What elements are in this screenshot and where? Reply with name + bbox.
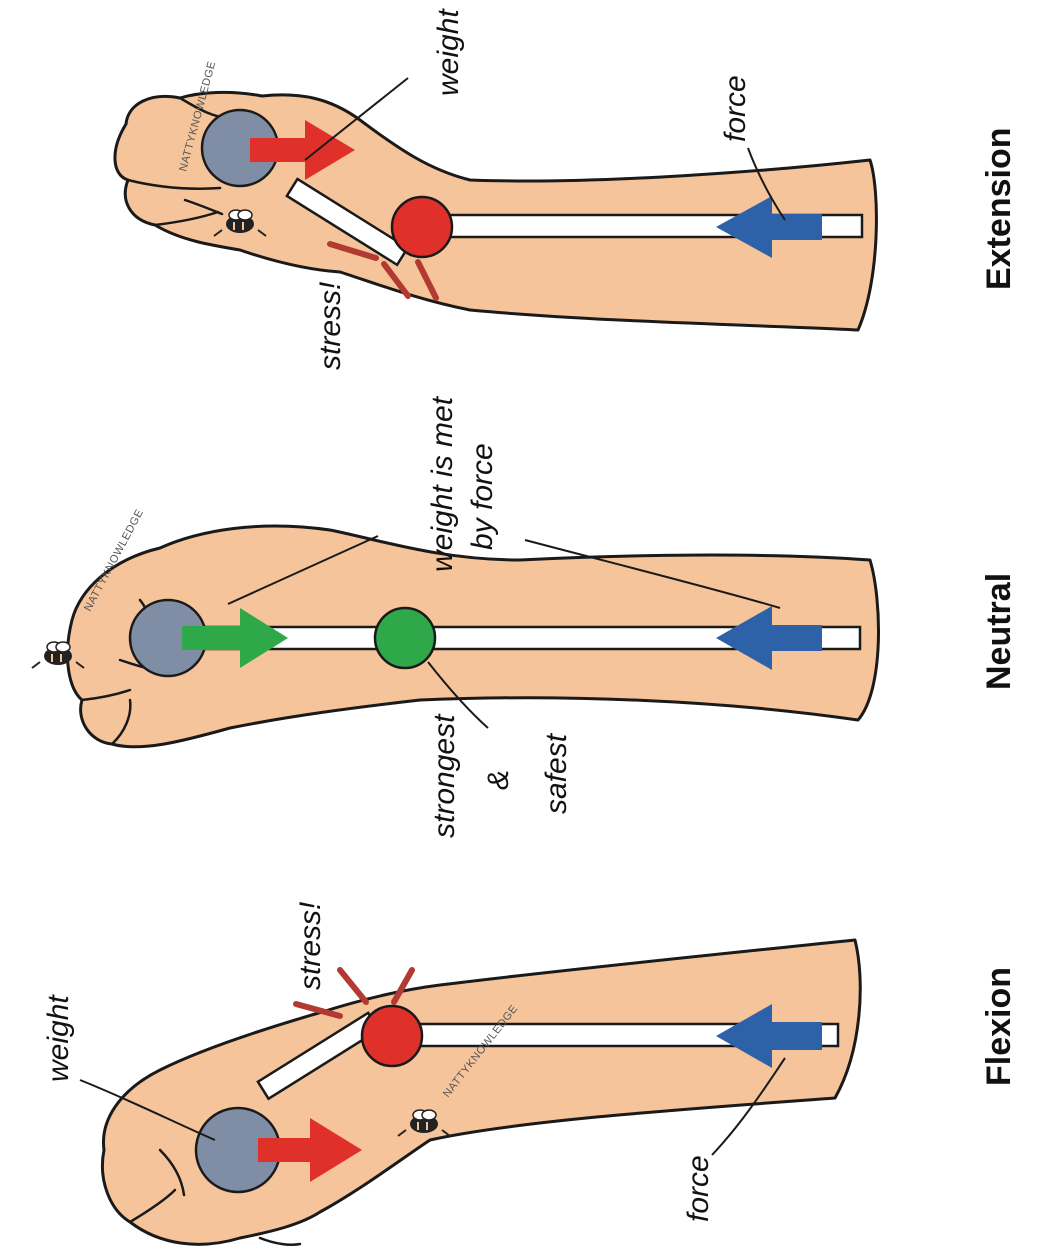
extension-weight-label: weight [432,8,465,96]
flexion-wrist-joint [362,1006,422,1066]
flexion-force-label: force [682,1155,715,1222]
neutral-strong-label-line1: strongest [428,713,461,838]
extension-force-label: force [719,75,752,142]
neutral-strong-label-line3: safest [540,732,573,814]
extension-wrist-joint [392,197,452,257]
neutral-panel: NATTYKNOWLEDGE weight is met by force st… [32,395,1018,838]
extension-title: Extension [980,128,1018,290]
neutral-title: Neutral [980,573,1018,690]
neutral-weight-force-label-line2: by force [466,443,499,550]
extension-panel: NATTYKNOWLEDGE weight force stress! Exte… [115,8,1018,370]
neutral-strong-label-line2: & [482,770,515,790]
neutral-weight-force-label-line1: weight is met [426,395,459,572]
flexion-weight-label: weight [42,994,75,1082]
flexion-title: Flexion [980,967,1018,1086]
flexion-panel: NATTYKNOWLEDGE weight force stress! Flex… [42,901,1018,1245]
flexion-arm [102,940,860,1244]
flexion-stress-label: stress! [294,901,327,990]
extension-stress-label: stress! [314,281,347,370]
neutral-wrist-joint [375,608,435,668]
